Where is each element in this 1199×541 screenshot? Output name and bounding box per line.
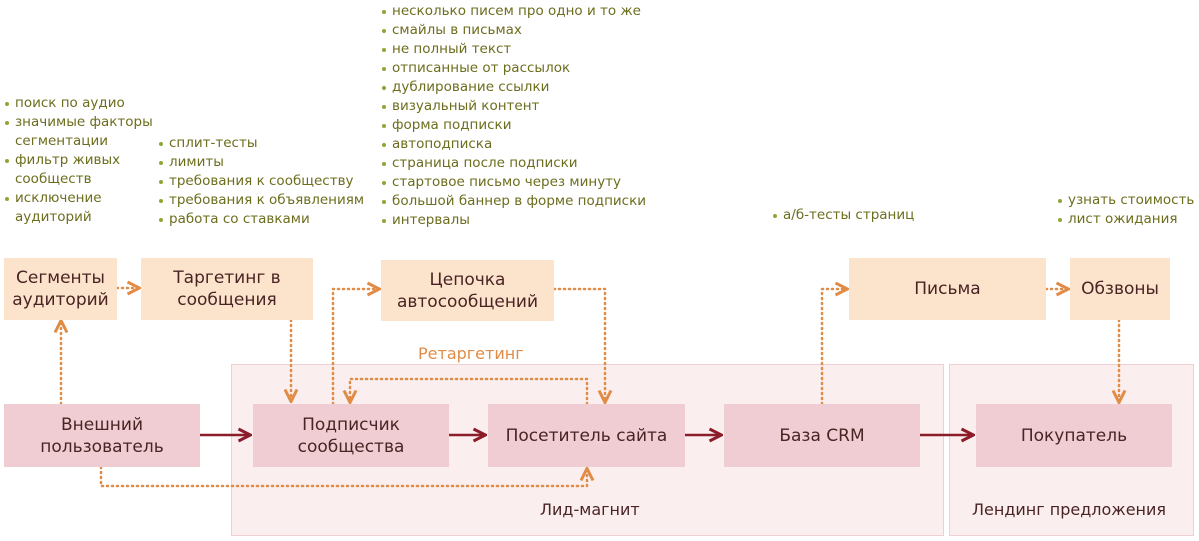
arrow-crm-to-letters: [820, 289, 846, 406]
note-item: исключение: [5, 189, 153, 208]
note-item: автоподписка: [382, 135, 646, 154]
note-item: не полный текст: [382, 40, 646, 59]
targeting-notes: сплит-тесты лимиты требования к сообщест…: [159, 134, 364, 229]
note-item: лимиты: [159, 153, 364, 172]
note-item: форма подписки: [382, 116, 646, 135]
note-item: требования к сообществу: [159, 172, 364, 191]
arrow-subscriber-to-chain: [331, 289, 378, 406]
note-item: отписанные от рассылок: [382, 59, 646, 78]
segments-box: Сегменты аудиторий: [4, 258, 117, 320]
site-visitor-box: Посетитель сайта: [488, 404, 685, 467]
letters-box: Письма: [849, 258, 1046, 320]
note-item: фильтр живых: [5, 151, 153, 170]
calls-notes: узнать стоимость лист ожидания: [1058, 191, 1194, 229]
buyer-box: Покупатель: [976, 404, 1172, 467]
arrow-external-to-visitor: [99, 465, 587, 488]
note-item: несколько писем про одно и то же: [382, 2, 646, 21]
note-item: поиск по аудио: [5, 94, 153, 113]
note-item: значимые факторы: [5, 113, 153, 132]
calls-box: Обзвоны: [1070, 258, 1170, 320]
note-item: большой баннер в форме подписки: [382, 192, 646, 211]
note-item: узнать стоимость: [1058, 191, 1194, 210]
note-item: требования к объявлениям: [159, 191, 364, 210]
targeting-box: Таргетинг в сообщения: [141, 258, 313, 320]
external-user-box: Внешний пользователь: [4, 404, 200, 467]
note-item: стартовое письмо через минуту: [382, 173, 646, 192]
note-item: визуальный контент: [382, 97, 646, 116]
note-item: страница после подписки: [382, 154, 646, 173]
chain-box: Цепочка автосообщений: [381, 260, 554, 321]
note-item: аудиторий: [15, 209, 92, 225]
crm-base-box: База CRM: [724, 404, 920, 467]
arrow-visitor-to-subscriber: [350, 377, 589, 406]
note-item: интервалы: [382, 211, 646, 230]
note-item: дублирование ссылки: [382, 78, 646, 97]
arrow-chain-to-visitor: [552, 287, 605, 401]
note-item: работа со ставками: [159, 210, 364, 229]
lead-magnet-label: Лид-магнит: [540, 500, 640, 519]
note-item: лист ожидания: [1058, 210, 1194, 229]
note-item: а/б-тесты страниц: [773, 206, 914, 225]
segments-notes: поиск по аудио значимые факторы сегмента…: [5, 94, 153, 227]
letters-notes: а/б-тесты страниц: [773, 206, 914, 225]
subscriber-box: Подписчик сообщества: [253, 404, 449, 467]
chain-notes: несколько писем про одно и то же смайлы …: [382, 2, 646, 230]
landing-label: Лендинг предложения: [972, 500, 1167, 519]
note-item: смайлы в письмах: [382, 21, 646, 40]
retargeting-label: Ретаргетинг: [418, 344, 524, 363]
note-item: сплит-тесты: [159, 134, 364, 153]
note-item: сообществ: [15, 171, 92, 187]
note-item: сегментации: [15, 133, 109, 149]
